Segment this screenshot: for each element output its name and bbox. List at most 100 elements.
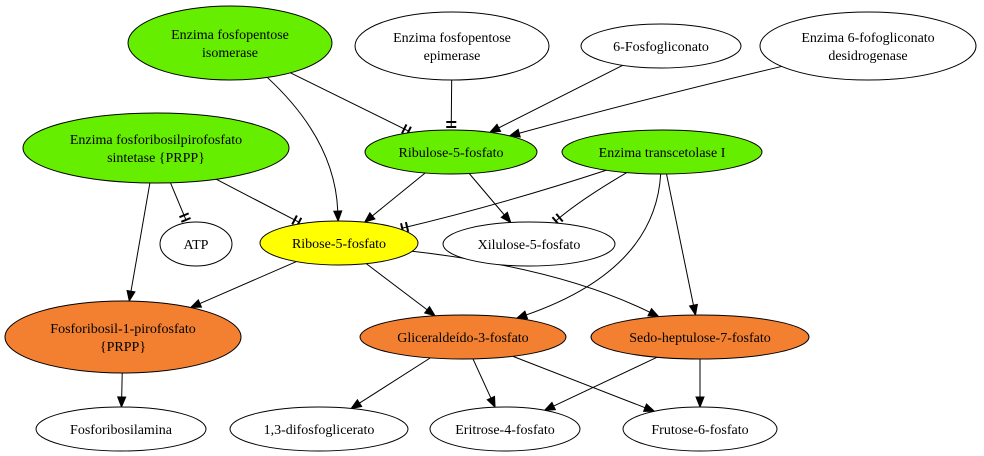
edge-line — [412, 250, 650, 313]
edge-sedo-to-frutose — [695, 359, 705, 409]
edge-desidrog-to-ribulose — [508, 65, 782, 138]
edge-line — [472, 358, 492, 399]
node-ellipse — [159, 221, 233, 267]
node-label: Enzima 6-fofogliconato — [801, 31, 934, 46]
node-fosforibosil[interactable]: Fosforibosil-1-pirofosfato {PRPP} — [4, 300, 242, 374]
node-ellipse — [622, 406, 778, 452]
edge-line — [170, 182, 187, 221]
node-transcet[interactable]: Enzima transcetolase I — [561, 129, 763, 175]
arrowhead — [333, 210, 343, 223]
arrowhead — [642, 403, 656, 412]
node-gliceral[interactable]: Gliceraldeído-3-fosfato — [359, 314, 567, 360]
inhibit-bar — [291, 215, 298, 225]
arrowhead — [543, 401, 557, 411]
edge-ribose-to-sedo — [412, 250, 660, 318]
node-frutose[interactable]: Frutose-6-fosfato — [622, 406, 778, 452]
edge-transcet-to-sedo — [666, 173, 699, 317]
arrowhead — [695, 396, 705, 409]
node-ellipse — [229, 406, 409, 452]
inhibit-bar — [555, 213, 564, 223]
node-label: Fosforibosil-1-pirofosfato — [50, 322, 195, 337]
edge-fosforibosil-to-fosforibam — [116, 372, 127, 409]
node-ellipse — [35, 406, 207, 452]
edge-gliceral-to-difosfo — [349, 357, 431, 410]
edge-line — [519, 65, 782, 134]
node-ellipse — [759, 11, 977, 81]
node-atp[interactable]: ATP — [159, 221, 233, 267]
edge-line — [359, 357, 431, 404]
node-ellipse — [364, 129, 538, 175]
node-label: Gliceraldeído-3-fosfato — [397, 331, 528, 346]
edge-line — [666, 173, 694, 306]
edge-line — [555, 172, 628, 222]
node-label: Fosforibosilamina — [70, 423, 173, 438]
node-label: Enzima fosfopentose — [393, 31, 511, 46]
edge-isomerase-to-ribulose — [290, 72, 412, 137]
edge-ribulose-to-xilulose — [468, 173, 512, 224]
node-ellipse — [359, 314, 567, 360]
node-fosforibam[interactable]: Fosforibosilamina — [35, 406, 207, 452]
node-ribose[interactable]: Ribose-5-fosfato — [259, 220, 419, 266]
inhibit-bar — [404, 221, 410, 233]
edge-line — [290, 72, 409, 132]
edge-ribulose-to-ribose — [363, 172, 426, 224]
arrowhead — [688, 303, 699, 317]
node-label: 1,3-difosfoglicerato — [264, 423, 375, 438]
node-ellipse — [22, 112, 290, 184]
edge-line — [553, 356, 658, 407]
node-label: Enzima fosfopentose — [171, 28, 289, 43]
node-ellipse — [127, 5, 333, 81]
edge-line — [512, 355, 646, 409]
node-label: {PRPP} — [100, 340, 146, 355]
edge-line — [402, 169, 607, 229]
node-label: Ribose-5-fosfato — [292, 237, 386, 252]
edge-line — [199, 261, 297, 304]
node-ellipse — [354, 11, 550, 81]
inhibit-bar — [179, 212, 190, 219]
node-label: Enzima fosforibosilpirofosfato — [70, 133, 242, 148]
node-ribulose[interactable]: Ribulose-5-fosfato — [364, 129, 538, 175]
arrowhead — [486, 395, 496, 409]
arrowhead — [363, 211, 376, 224]
node-xilulose[interactable]: Xilulose-5-fosfato — [442, 221, 616, 267]
node-label: Sedo-heptulose-7-fosfato — [629, 331, 771, 346]
node-label: Ribulose-5-fosfato — [399, 146, 504, 161]
arrowhead — [508, 128, 521, 138]
node-label: Xilulose-5-fosfato — [478, 238, 581, 253]
edge-line — [372, 172, 426, 217]
arrowhead — [116, 396, 127, 409]
edge-sedo-to-eritrose — [543, 356, 658, 411]
node-ellipse — [429, 406, 581, 452]
edge-line — [498, 64, 623, 129]
edge-line — [526, 173, 662, 316]
node-fosfoglic[interactable]: 6-Fosfogliconato — [580, 23, 742, 69]
arrowhead — [647, 307, 660, 318]
inhibit-bar — [180, 217, 191, 223]
edge-prpp_syn-to-fosforibosil — [126, 182, 151, 303]
edge-line — [130, 182, 151, 292]
arrowhead — [189, 298, 203, 309]
edge-isomerase-to-ribose — [266, 77, 343, 223]
edge-transcet-to-xilulose — [551, 172, 628, 226]
node-label: ATP — [184, 238, 209, 253]
edge-line — [121, 372, 123, 398]
edge-gliceral-to-eritrose — [472, 358, 496, 409]
edge-ribose-to-fosforibosil — [189, 261, 297, 309]
edge-epimerase-to-ribulose — [446, 79, 457, 129]
node-ellipse — [4, 300, 242, 374]
node-eritrose[interactable]: Eritrose-4-fosfato — [429, 406, 581, 452]
arrowhead — [126, 289, 136, 303]
edge-ribose-to-gliceral — [365, 263, 437, 317]
node-difosfo[interactable]: 1,3-difosfoglicerato — [229, 406, 409, 452]
node-prpp_syn[interactable]: Enzima fosforibosilpirofosfatosintetase … — [22, 112, 290, 184]
edge-line — [266, 77, 339, 212]
edge-fosfoglic-to-ribulose — [488, 64, 623, 133]
node-sedo[interactable]: Sedo-heptulose-7-fosfato — [590, 314, 810, 360]
edge-prpp_syn-to-atp — [170, 182, 191, 223]
arrowhead — [349, 398, 363, 410]
